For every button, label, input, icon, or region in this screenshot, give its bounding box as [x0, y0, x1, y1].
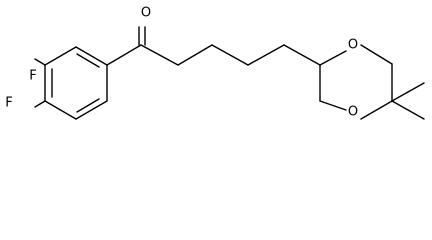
- ring-oxygen-bottom-label: O: [348, 105, 358, 120]
- molecular-structure: O O O F F: [5, 6, 425, 120]
- carbonyl-oxygen-label: O: [141, 6, 151, 21]
- fluorine-bond: [34, 58, 46, 66]
- ring-bond: [319, 50, 347, 66]
- alkyl-chain: [140, 44, 321, 66]
- fluorine-bond: [34, 100, 46, 108]
- ring-bond: [319, 100, 347, 111]
- benzene-ring: [44, 46, 108, 120]
- fluorine-top-label: F: [29, 69, 36, 84]
- ring-bond: [360, 44, 393, 65]
- aryl-carbonyl-bond: [106, 44, 142, 66]
- chain-bond: [283, 44, 321, 66]
- chain-bond: [177, 44, 213, 66]
- dioxane-ring: [319, 44, 393, 120]
- ring-bond: [360, 100, 393, 120]
- fluorine-bottom-label: F: [5, 96, 12, 111]
- ring-double-bond: [76, 53, 100, 68]
- methyl-bond: [391, 82, 425, 102]
- ring-bond: [75, 100, 108, 120]
- chain-bond: [140, 44, 179, 66]
- ring-bond: [44, 46, 77, 66]
- ring-oxygen-top-label: O: [348, 38, 358, 53]
- ring-bond: [75, 46, 108, 66]
- methyl-bond: [391, 100, 425, 120]
- chain-bond: [211, 44, 249, 66]
- chain-bond: [247, 44, 285, 66]
- ring-bond: [44, 100, 77, 120]
- ring-double-bond: [76, 98, 100, 113]
